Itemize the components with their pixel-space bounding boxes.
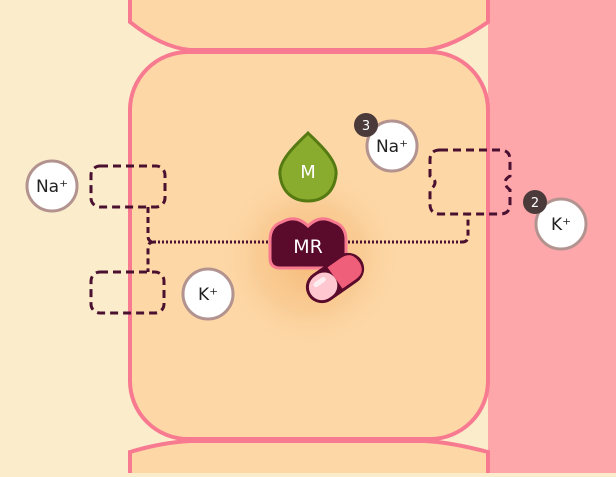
enac-channel xyxy=(89,164,167,209)
neighbor-cell-bottom xyxy=(130,441,488,473)
hormone-drop-outline xyxy=(278,130,338,203)
connector-to-pump xyxy=(461,215,470,244)
ion-k-right-label: K⁺ xyxy=(551,215,571,235)
badge-na-label: 3 xyxy=(362,119,370,134)
romk-channel xyxy=(89,270,166,315)
ion-na-top-label: Na⁺ xyxy=(376,137,408,157)
ion-na-top: Na⁺ 3 xyxy=(354,113,419,173)
receptor-label: MR xyxy=(293,236,323,258)
connector-to-enac xyxy=(146,207,155,244)
ion-k-right: K⁺ 2 xyxy=(523,190,588,251)
antagonist-pill xyxy=(305,252,365,304)
ion-na-left-label: Na⁺ xyxy=(36,177,68,197)
channels xyxy=(89,148,512,315)
badge-k-label: 2 xyxy=(531,196,539,211)
ion-k-inner-label: K⁺ xyxy=(198,285,218,305)
ion-k-inner: K⁺ xyxy=(181,267,235,321)
ion-na-left: Na⁺ xyxy=(25,159,79,213)
badge-k xyxy=(523,190,547,214)
neighbor-cell-top xyxy=(130,0,488,50)
badge-na xyxy=(354,113,378,137)
connector-lines xyxy=(146,207,470,272)
connector-to-romk xyxy=(146,240,155,272)
hormone-drop xyxy=(279,133,337,201)
na-k-pump xyxy=(428,148,512,216)
main-cell-outline xyxy=(128,50,490,441)
hormone-label: M xyxy=(300,162,316,183)
